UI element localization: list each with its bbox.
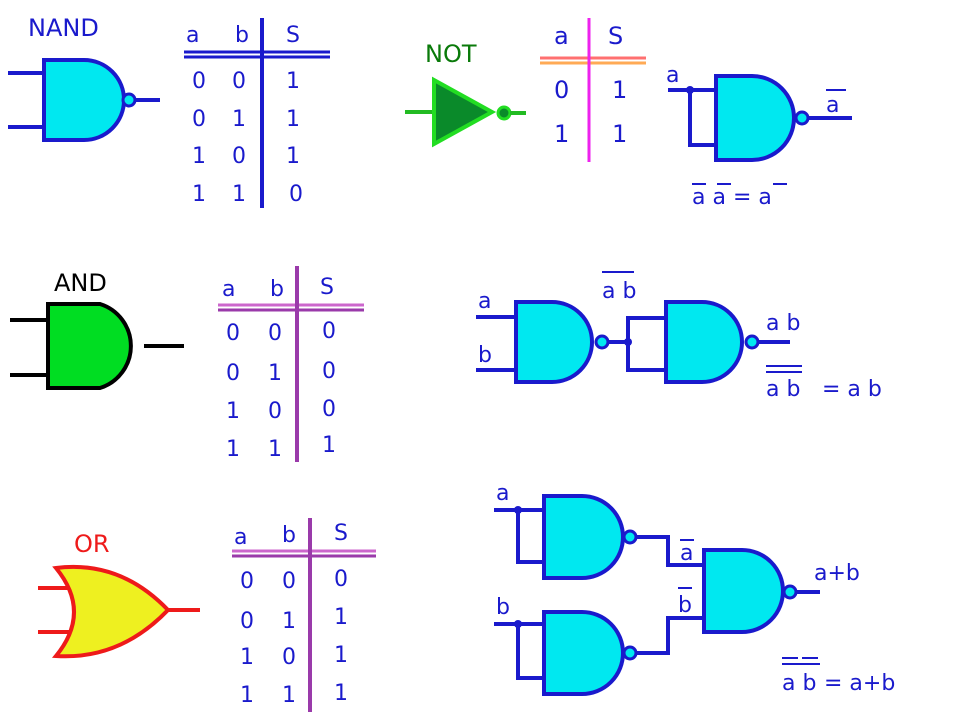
or-cell: 1 [282, 609, 296, 634]
and-nand-input-a: a [478, 289, 491, 314]
or-cell: 0 [240, 609, 254, 634]
or-header-a: a [234, 525, 247, 550]
nand-cell: 1 [286, 69, 300, 94]
or-cell: 1 [334, 681, 348, 706]
or-cell: 0 [240, 569, 254, 594]
or-cell: 1 [240, 645, 254, 670]
nand-header-s: S [286, 23, 300, 48]
nand-cell: 0 [232, 69, 246, 94]
or-cell: 1 [334, 605, 348, 630]
not-header-a: a [554, 22, 569, 50]
not-cell: 0 [554, 76, 569, 104]
not-cell: 1 [612, 76, 627, 104]
and-cell: 1 [268, 437, 282, 462]
or-truth-table: a b S 0 0 0 0 1 1 1 0 1 1 1 1 [232, 518, 376, 712]
or-title: OR [74, 530, 110, 558]
or-nand-gate-output [702, 548, 785, 634]
or-nand-gate-bottom [542, 610, 625, 696]
and-cell: 1 [226, 437, 240, 462]
and-gate-group: AND [10, 269, 184, 390]
or-cell: 1 [282, 683, 296, 708]
not-gate-group: NOT [405, 40, 526, 148]
and-title: AND [54, 269, 107, 297]
or-nand-equation-left: a b [782, 671, 816, 696]
not-nand-input-label: a [666, 63, 679, 88]
or-cell: 0 [334, 567, 348, 592]
and-cell: 0 [322, 319, 336, 344]
and-nand-input-b: b [478, 343, 492, 368]
and-nand-gate-1 [514, 300, 594, 384]
not-nand-output-label: a [826, 93, 839, 118]
and-cell: 0 [268, 321, 282, 346]
and-nand-mid-label: a b [602, 279, 636, 304]
nand-cell: 0 [232, 144, 246, 169]
nand-header-a: a [186, 23, 199, 48]
and-cell: 0 [226, 361, 240, 386]
nand-cell: 1 [192, 144, 206, 169]
and-cell: 1 [322, 433, 336, 458]
and-nand-gate-2 [664, 300, 744, 384]
and-cell: 0 [226, 321, 240, 346]
not-from-nand-circuit: a a a a = a [666, 63, 852, 210]
or-gate-group: OR [38, 530, 200, 659]
and-nand-output-label: a b [766, 311, 800, 336]
nand-header-b: b [235, 23, 249, 48]
and-nand-equation-left: a b [766, 377, 800, 402]
not-nand-gate-body [714, 74, 796, 162]
nand-cell: 1 [232, 107, 246, 132]
nand-cell: 0 [289, 182, 303, 207]
nand-cell: 1 [286, 107, 300, 132]
nand-gate-body [42, 58, 126, 142]
or-cell: 0 [282, 645, 296, 670]
and-header-b: b [270, 277, 284, 302]
and-cell: 0 [268, 399, 282, 424]
or-cell: 1 [334, 643, 348, 668]
or-cell: 0 [282, 569, 296, 594]
and-header-a: a [222, 277, 235, 302]
or-gate-body [51, 564, 171, 659]
not-nand-equation: a a = a [692, 185, 772, 210]
or-nand-input-b: b [496, 595, 510, 620]
and-nand-equation-right: = a b [822, 377, 882, 402]
or-nand-output-label: a+b [814, 561, 860, 586]
nand-cell: 0 [192, 69, 206, 94]
or-nand-mid-a: a [680, 541, 693, 566]
or-header-b: b [282, 523, 296, 548]
or-nand-input-a: a [496, 481, 509, 506]
and-cell: 1 [226, 399, 240, 424]
not-title: NOT [425, 40, 477, 68]
nand-cell: 1 [232, 182, 246, 207]
or-from-nand-circuit: a a b b a+b a b = a+b [494, 481, 895, 696]
or-nand-gate-top [542, 494, 625, 580]
not-truth-table: a S 0 1 1 1 [540, 18, 646, 162]
and-truth-table: a b S 0 0 0 0 1 0 1 0 0 1 1 1 [218, 266, 364, 462]
nand-gate-group: NAND [8, 14, 160, 142]
and-cell: 0 [322, 397, 336, 422]
not-gate-body [432, 76, 497, 148]
nand-cell: 0 [192, 107, 206, 132]
and-from-nand-circuit: a b a b a b a b = a b [476, 271, 882, 402]
nand-bubble [121, 92, 137, 108]
and-cell: 0 [322, 359, 336, 384]
nand-truth-table: a b S 0 0 1 0 1 1 1 0 1 1 1 0 [184, 18, 330, 208]
and-cell: 1 [268, 361, 282, 386]
nand-cell: 1 [286, 144, 300, 169]
or-header-s: S [334, 521, 348, 546]
not-cell: 1 [554, 120, 569, 148]
nand-title: NAND [28, 14, 99, 42]
or-nand-equation-right: = a+b [824, 671, 895, 696]
or-nand-mid-b: b [678, 593, 692, 618]
not-cell: 1 [612, 120, 627, 148]
not-header-s: S [608, 22, 623, 50]
and-header-s: S [320, 275, 334, 300]
or-cell: 1 [240, 683, 254, 708]
nand-cell: 1 [192, 182, 206, 207]
and-gate-body [46, 302, 133, 390]
not-bubble [496, 105, 512, 121]
